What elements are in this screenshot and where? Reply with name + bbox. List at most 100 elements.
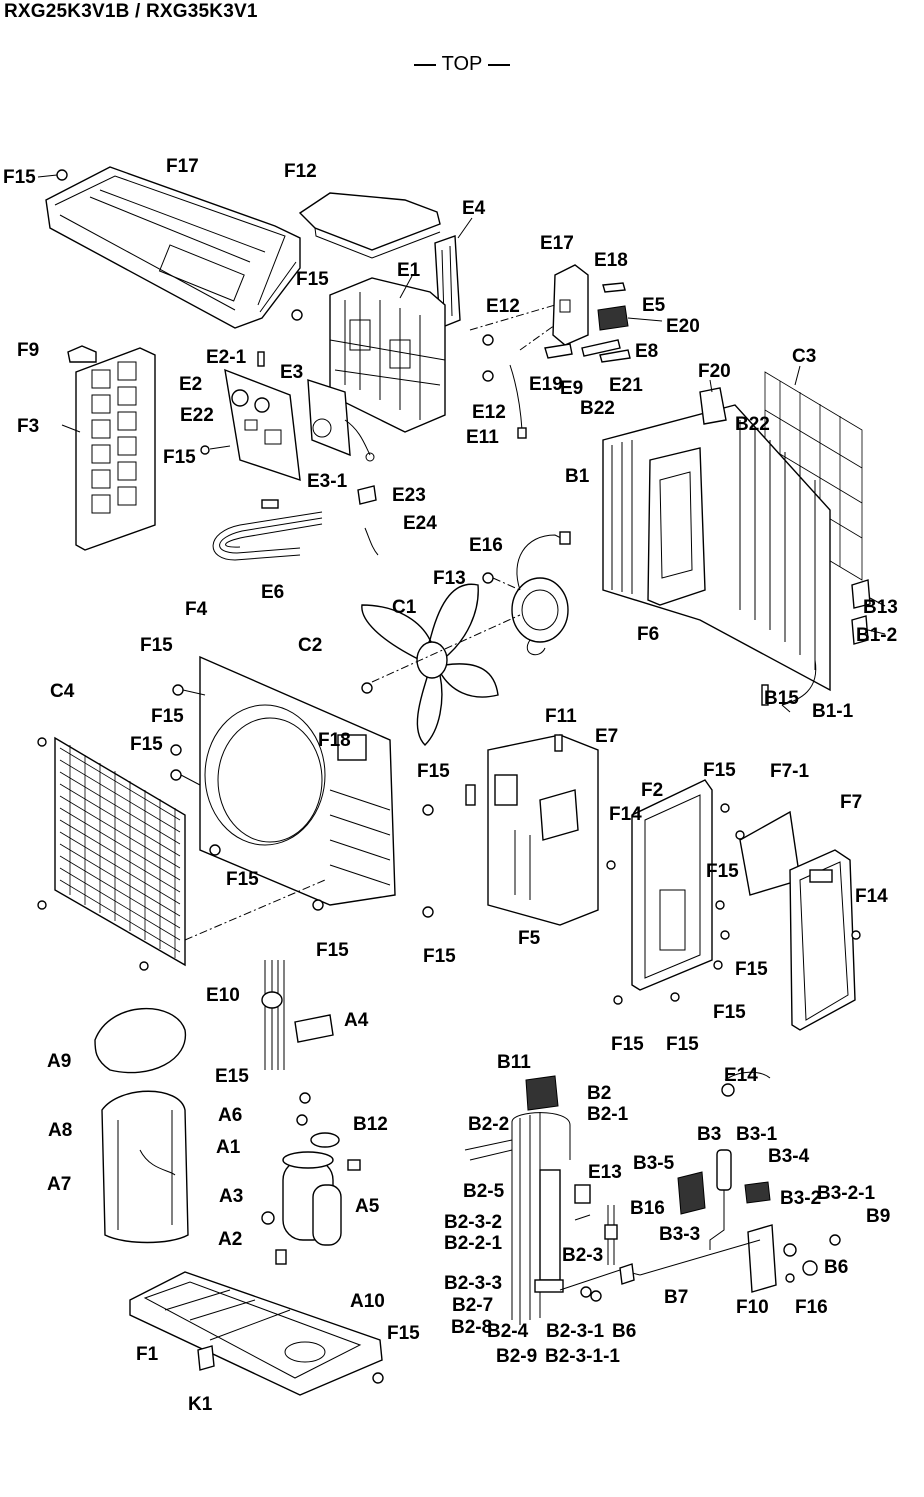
label-B12: B12 [353,1114,388,1135]
view-label-text: TOP [441,53,483,75]
label-F2: F2 [641,780,663,801]
label-F6: F6 [637,624,659,645]
refrigerant-group-b2-drawing [464,1075,641,1325]
label-B22-b: B22 [735,414,770,435]
compressor-cover-drawing [94,1008,189,1244]
label-E3-1: E3-1 [307,471,348,492]
label-B3-5: B3-5 [633,1153,675,1174]
valve-group-b3-drawing [639,1071,841,1293]
label-C3: C3 [792,346,816,367]
label-E2-1: E2-1 [206,347,247,368]
label-F7-1: F7-1 [770,761,810,782]
label-B3: B3 [697,1124,721,1145]
view-orientation-label: TOP [0,53,924,76]
label-E14: E14 [724,1065,758,1086]
label-A4: A4 [344,1010,369,1031]
label-F13: F13 [433,568,466,589]
label-E8: E8 [635,341,658,362]
label-B2-3-1: B2-3-1 [546,1321,605,1342]
label-E20: E20 [666,316,700,337]
dash-right [488,63,511,66]
label-A9: A9 [47,1051,71,1072]
label-E18: E18 [594,250,628,271]
label-E2: E2 [179,374,202,395]
label-E23: E23 [392,485,426,506]
label-E12-b: E12 [472,402,506,423]
label-E1: E1 [397,260,421,281]
propeller-fan-c1-drawing [361,583,521,746]
label-F15-n: F15 [713,1002,746,1023]
label-F15-m: F15 [735,959,768,980]
label-A10: A10 [350,1291,385,1312]
label-B6-b: B6 [612,1321,636,1342]
label-E22: E22 [180,405,214,426]
part-labels: F15 F17 F12 E4 F15 E1 E17 E18 E12 E5 E20… [3,156,898,1415]
label-F15-d: F15 [140,635,173,656]
compressor-a1-drawing [261,1092,361,1265]
label-A3: A3 [219,1186,243,1207]
label-F15-p: F15 [666,1034,699,1055]
label-F15-a: F15 [3,167,36,188]
pcb-e2-drawing [200,351,375,482]
label-B2-8: B2-8 [451,1317,492,1338]
label-A1: A1 [216,1137,241,1158]
label-A6: A6 [218,1105,242,1126]
label-B11: B11 [497,1052,531,1073]
label-B7: B7 [664,1287,688,1308]
label-E17: E17 [540,233,574,254]
label-E6: E6 [261,582,284,603]
label-F15-h: F15 [703,760,736,781]
cover-f12-drawing [298,192,441,259]
label-F1: F1 [136,1344,159,1365]
label-A8: A8 [48,1120,72,1141]
label-E9: E9 [560,378,583,399]
label-B3-3: B3-3 [659,1224,700,1245]
label-E10: E10 [206,985,240,1006]
label-E13: E13 [588,1162,622,1183]
label-B3-1: B3-1 [736,1124,778,1145]
label-E21: E21 [609,375,643,396]
partition-f5-drawing [465,734,616,926]
label-B1: B1 [565,466,590,487]
label-E16: E16 [469,535,503,556]
label-F5: F5 [518,928,541,949]
label-B2: B2 [587,1083,611,1104]
label-B2-7: B2-7 [452,1295,493,1316]
heat-exchanger-b1-drawing [602,379,886,713]
label-C2: C2 [298,635,322,656]
label-F11: F11 [545,706,577,727]
terminal-group-drawing [469,264,663,363]
label-B3-4: B3-4 [768,1146,810,1167]
label-F15-j: F15 [226,869,259,890]
label-F16: F16 [795,1297,828,1318]
front-grille-c4-drawing [37,736,326,971]
label-E15: E15 [215,1066,249,1087]
label-E11: E11 [466,427,499,448]
label-B2-3-2: B2-3-2 [444,1212,502,1233]
label-E19: E19 [529,374,563,395]
label-F3: F3 [17,416,39,437]
fan-motor-e16-drawing [482,531,571,656]
label-F10: F10 [736,1297,769,1318]
label-B2-5: B2-5 [463,1181,505,1202]
label-F15-k: F15 [316,940,349,961]
top-panel-drawing [37,166,303,329]
label-E12-a: E12 [486,296,520,317]
side-panels-drawing [613,779,861,1031]
label-E7: E7 [595,726,618,747]
label-E5: E5 [642,295,666,316]
label-B13: B13 [863,597,898,618]
label-B2-3-1-1: B2-3-1-1 [545,1346,620,1367]
label-B2-2-1: B2-2-1 [444,1233,503,1254]
label-E24: E24 [403,513,437,534]
label-F15-l: F15 [423,946,456,967]
label-B2-1: B2-1 [587,1104,629,1125]
electrical-box-e1-drawing [329,275,446,433]
wiring-e6-drawing [212,485,379,561]
label-F15-o: F15 [611,1034,644,1055]
dash-left [413,63,436,66]
filter-f3-drawing [61,345,156,551]
label-B1-1: B1-1 [812,701,854,722]
label-C1: C1 [392,597,417,618]
